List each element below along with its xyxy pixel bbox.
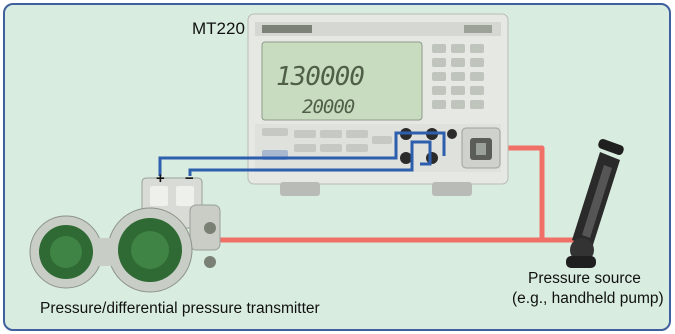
plus-terminal-label: +: [156, 170, 165, 187]
device-foot-right: [432, 182, 472, 196]
display-reading-main: 130000: [276, 62, 365, 92]
display-reading-sub: 20000: [302, 96, 355, 118]
transmitter: [29, 177, 221, 293]
minus-terminal-label: −: [185, 170, 194, 187]
handheld-pump: [566, 138, 624, 268]
transmitter-caption: Pressure/differential pressure transmitt…: [40, 300, 320, 317]
signal-wires: [158, 131, 446, 176]
pressure-source-caption: Pressure source: [528, 270, 641, 287]
pressure-source-example: (e.g., handheld pump): [512, 290, 664, 307]
device-label: MT220: [192, 19, 245, 38]
display-screen: [261, 41, 423, 121]
keypad: [432, 44, 484, 109]
device-foot-left: [280, 182, 320, 196]
